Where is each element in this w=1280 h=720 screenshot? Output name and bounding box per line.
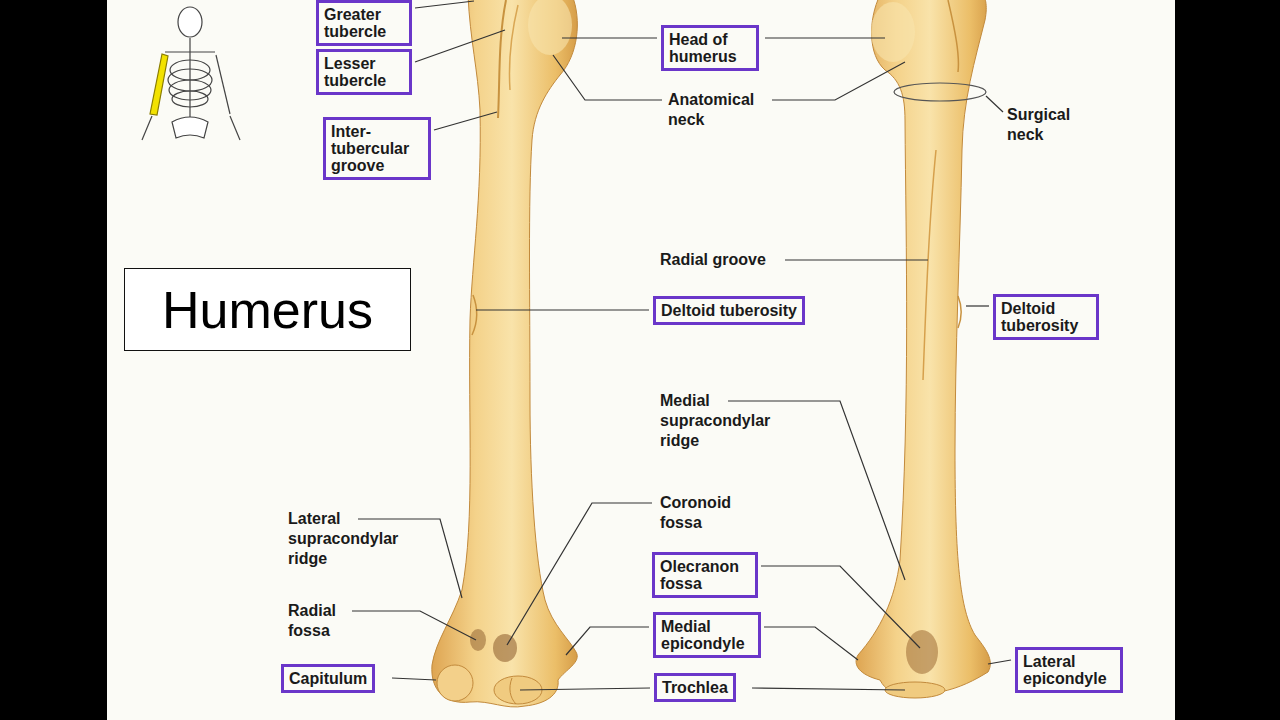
part-label: Anatomical neck (668, 90, 763, 130)
side-bar (0, 0, 107, 720)
pelvis (172, 117, 208, 138)
label-box: Trochlea (654, 673, 736, 702)
rib (169, 80, 211, 100)
part-label: Radial groove (660, 250, 766, 270)
slide-title: Humerus (162, 280, 373, 340)
label-box: Lateral epicondyle (1015, 647, 1123, 693)
tubercle-ridge (509, 5, 518, 90)
forearm (142, 116, 152, 140)
side-bar (1175, 0, 1280, 720)
bone-outline (856, 0, 990, 697)
humerus-posterior (856, 0, 990, 698)
leader-line (415, 30, 505, 62)
leader-line (966, 305, 989, 306)
skull (178, 7, 202, 37)
part-label: Lateral epicondyle (1023, 653, 1115, 687)
capitulum-shape (437, 665, 473, 701)
radial-fossa-mark (470, 629, 486, 651)
highlighted-humerus (150, 54, 168, 115)
label-box: Inter- tubercular groove (323, 117, 431, 180)
leader-line (785, 259, 928, 260)
leader-line (772, 62, 905, 100)
leader-line (566, 627, 649, 655)
label-box: Deltoid tuberosity (653, 296, 805, 325)
part-label: Trochlea (662, 679, 728, 696)
label-box: Medial epicondyle (653, 612, 761, 658)
leader-line (986, 96, 1003, 112)
leader-line (553, 55, 662, 100)
humerus (216, 55, 230, 114)
part-label: Surgical neck (1007, 105, 1087, 145)
part-label: Medial epicondyle (661, 618, 753, 652)
neck-ring (894, 83, 986, 101)
leader-line (392, 678, 436, 680)
leader-line (352, 611, 476, 640)
part-label: Lesser tubercle (324, 55, 404, 89)
bone-outline (432, 0, 578, 707)
part-label: Head of humerus (669, 31, 751, 65)
leader-line (764, 627, 858, 660)
part-label: Capitulum (289, 670, 367, 687)
tuberosity-mark (958, 296, 961, 328)
groove-line (498, 0, 506, 118)
label-box: Greater tubercle (316, 0, 412, 46)
leader-line (507, 503, 652, 645)
leader-line (415, 1, 474, 8)
leader-line (476, 309, 649, 310)
leader-lines (352, 1, 1011, 690)
part-label: Deltoid tuberosity (1001, 300, 1091, 334)
forearm (230, 116, 240, 140)
trochlea-groove (510, 678, 516, 704)
tuberosity-mark (472, 295, 477, 335)
label-box: Head of humerus (661, 25, 759, 71)
skeleton-icon (142, 7, 240, 140)
label-box: Lesser tubercle (316, 49, 412, 95)
rib (172, 91, 208, 107)
part-label: Lateral supracondylar ridge (288, 509, 418, 569)
part-label: Coronoid fossa (660, 493, 750, 533)
leader-line (434, 112, 497, 130)
rib (170, 60, 210, 80)
olecranon-fossa-mark (906, 630, 938, 674)
label-box: Deltoid tuberosity (993, 294, 1099, 340)
leader-line (562, 37, 657, 38)
head-highlight (528, 0, 572, 55)
coronoid-fossa-mark (493, 634, 517, 662)
part-label: Medial supracondylar ridge (660, 391, 790, 451)
head-highlight (871, 2, 915, 62)
part-label: Inter- tubercular groove (331, 123, 423, 174)
groove-line (923, 150, 936, 380)
leader-line (520, 688, 650, 690)
leader-line (988, 660, 1011, 664)
title-box: Humerus (124, 268, 411, 351)
part-label: Deltoid tuberosity (661, 302, 797, 319)
leader-line (765, 37, 885, 38)
humerus-anterior (432, 0, 578, 707)
label-box: Olecranon fossa (652, 552, 758, 598)
part-label: Olecranon fossa (660, 558, 750, 592)
clavicle (165, 51, 215, 52)
part-label: Radial fossa (288, 601, 348, 641)
label-box: Capitulum (281, 664, 375, 693)
part-label: Greater tubercle (324, 6, 404, 40)
leader-line (761, 566, 920, 648)
tubercle-ridge (948, 0, 958, 72)
leader-line (752, 688, 905, 690)
